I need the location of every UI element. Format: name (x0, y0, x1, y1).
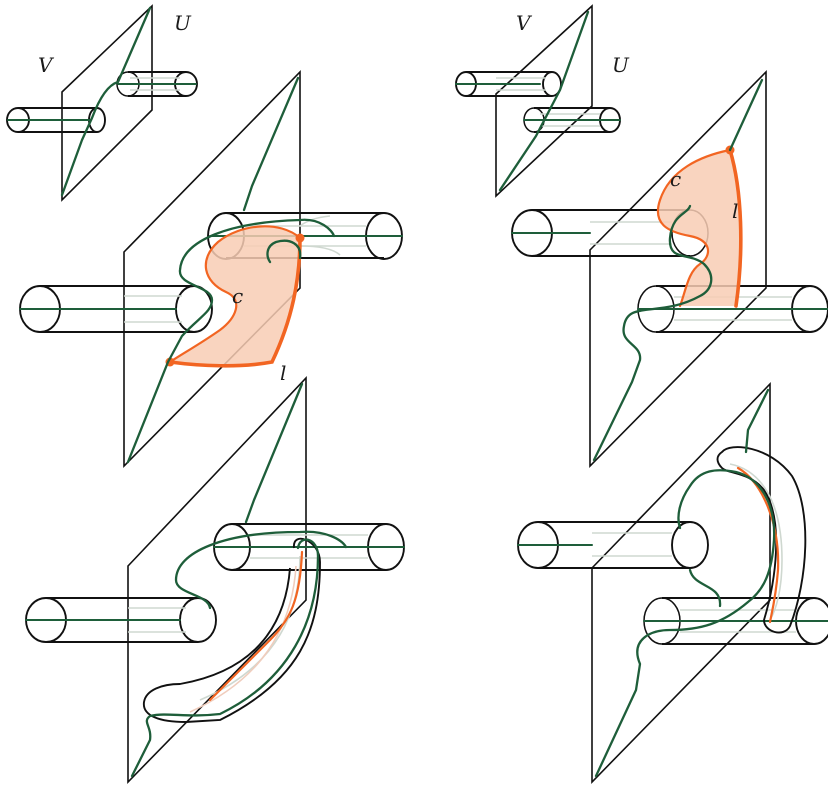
left-inset-tube-v (18, 107, 97, 133)
left-top-curve-c (168, 225, 302, 364)
right-inset-plane (495, 4, 593, 198)
right-top-disk (657, 150, 741, 306)
right-bottom-panel (517, 382, 828, 784)
left-inset-diagram: V U (6, 4, 198, 202)
left-inset-label-v: V (38, 53, 55, 77)
right-top-label-l: l (732, 199, 738, 223)
left-bottom-panel (25, 375, 405, 784)
right-top-arc-l (728, 148, 743, 308)
left-top-curve (126, 76, 336, 464)
right-bottom-plane (591, 382, 771, 784)
left-bottom-bent-tube (143, 537, 321, 723)
left-inset-label-u: U (174, 11, 192, 35)
left-inset-curve (60, 6, 152, 197)
left-top-label-l: l (280, 361, 286, 385)
right-top-curve-c (656, 148, 732, 308)
right-top-label-c: c (670, 167, 681, 191)
right-bottom-curve (594, 388, 776, 778)
left-top-plane (123, 70, 301, 468)
left-bottom-curve (130, 382, 348, 778)
right-inset-label-v: V (516, 11, 533, 35)
right-bottom-bent-tube (716, 446, 807, 634)
left-top-panel: c l (19, 70, 403, 468)
right-inset-label-u: U (612, 53, 630, 77)
right-top-curve (592, 78, 764, 462)
right-top-panel: c l (511, 70, 828, 468)
right-inset-diagram: V U (455, 4, 630, 198)
right-top-plane (589, 70, 767, 468)
left-top-disk (170, 226, 300, 365)
left-bottom-plane (127, 375, 307, 784)
left-inset-tube-u (128, 71, 186, 97)
left-top-arc-l (168, 236, 302, 368)
left-top-label-c: c (232, 284, 243, 308)
left-bottom-curve-c (208, 550, 304, 702)
right-inset-curve (498, 10, 590, 192)
left-inset-plane (61, 4, 153, 202)
